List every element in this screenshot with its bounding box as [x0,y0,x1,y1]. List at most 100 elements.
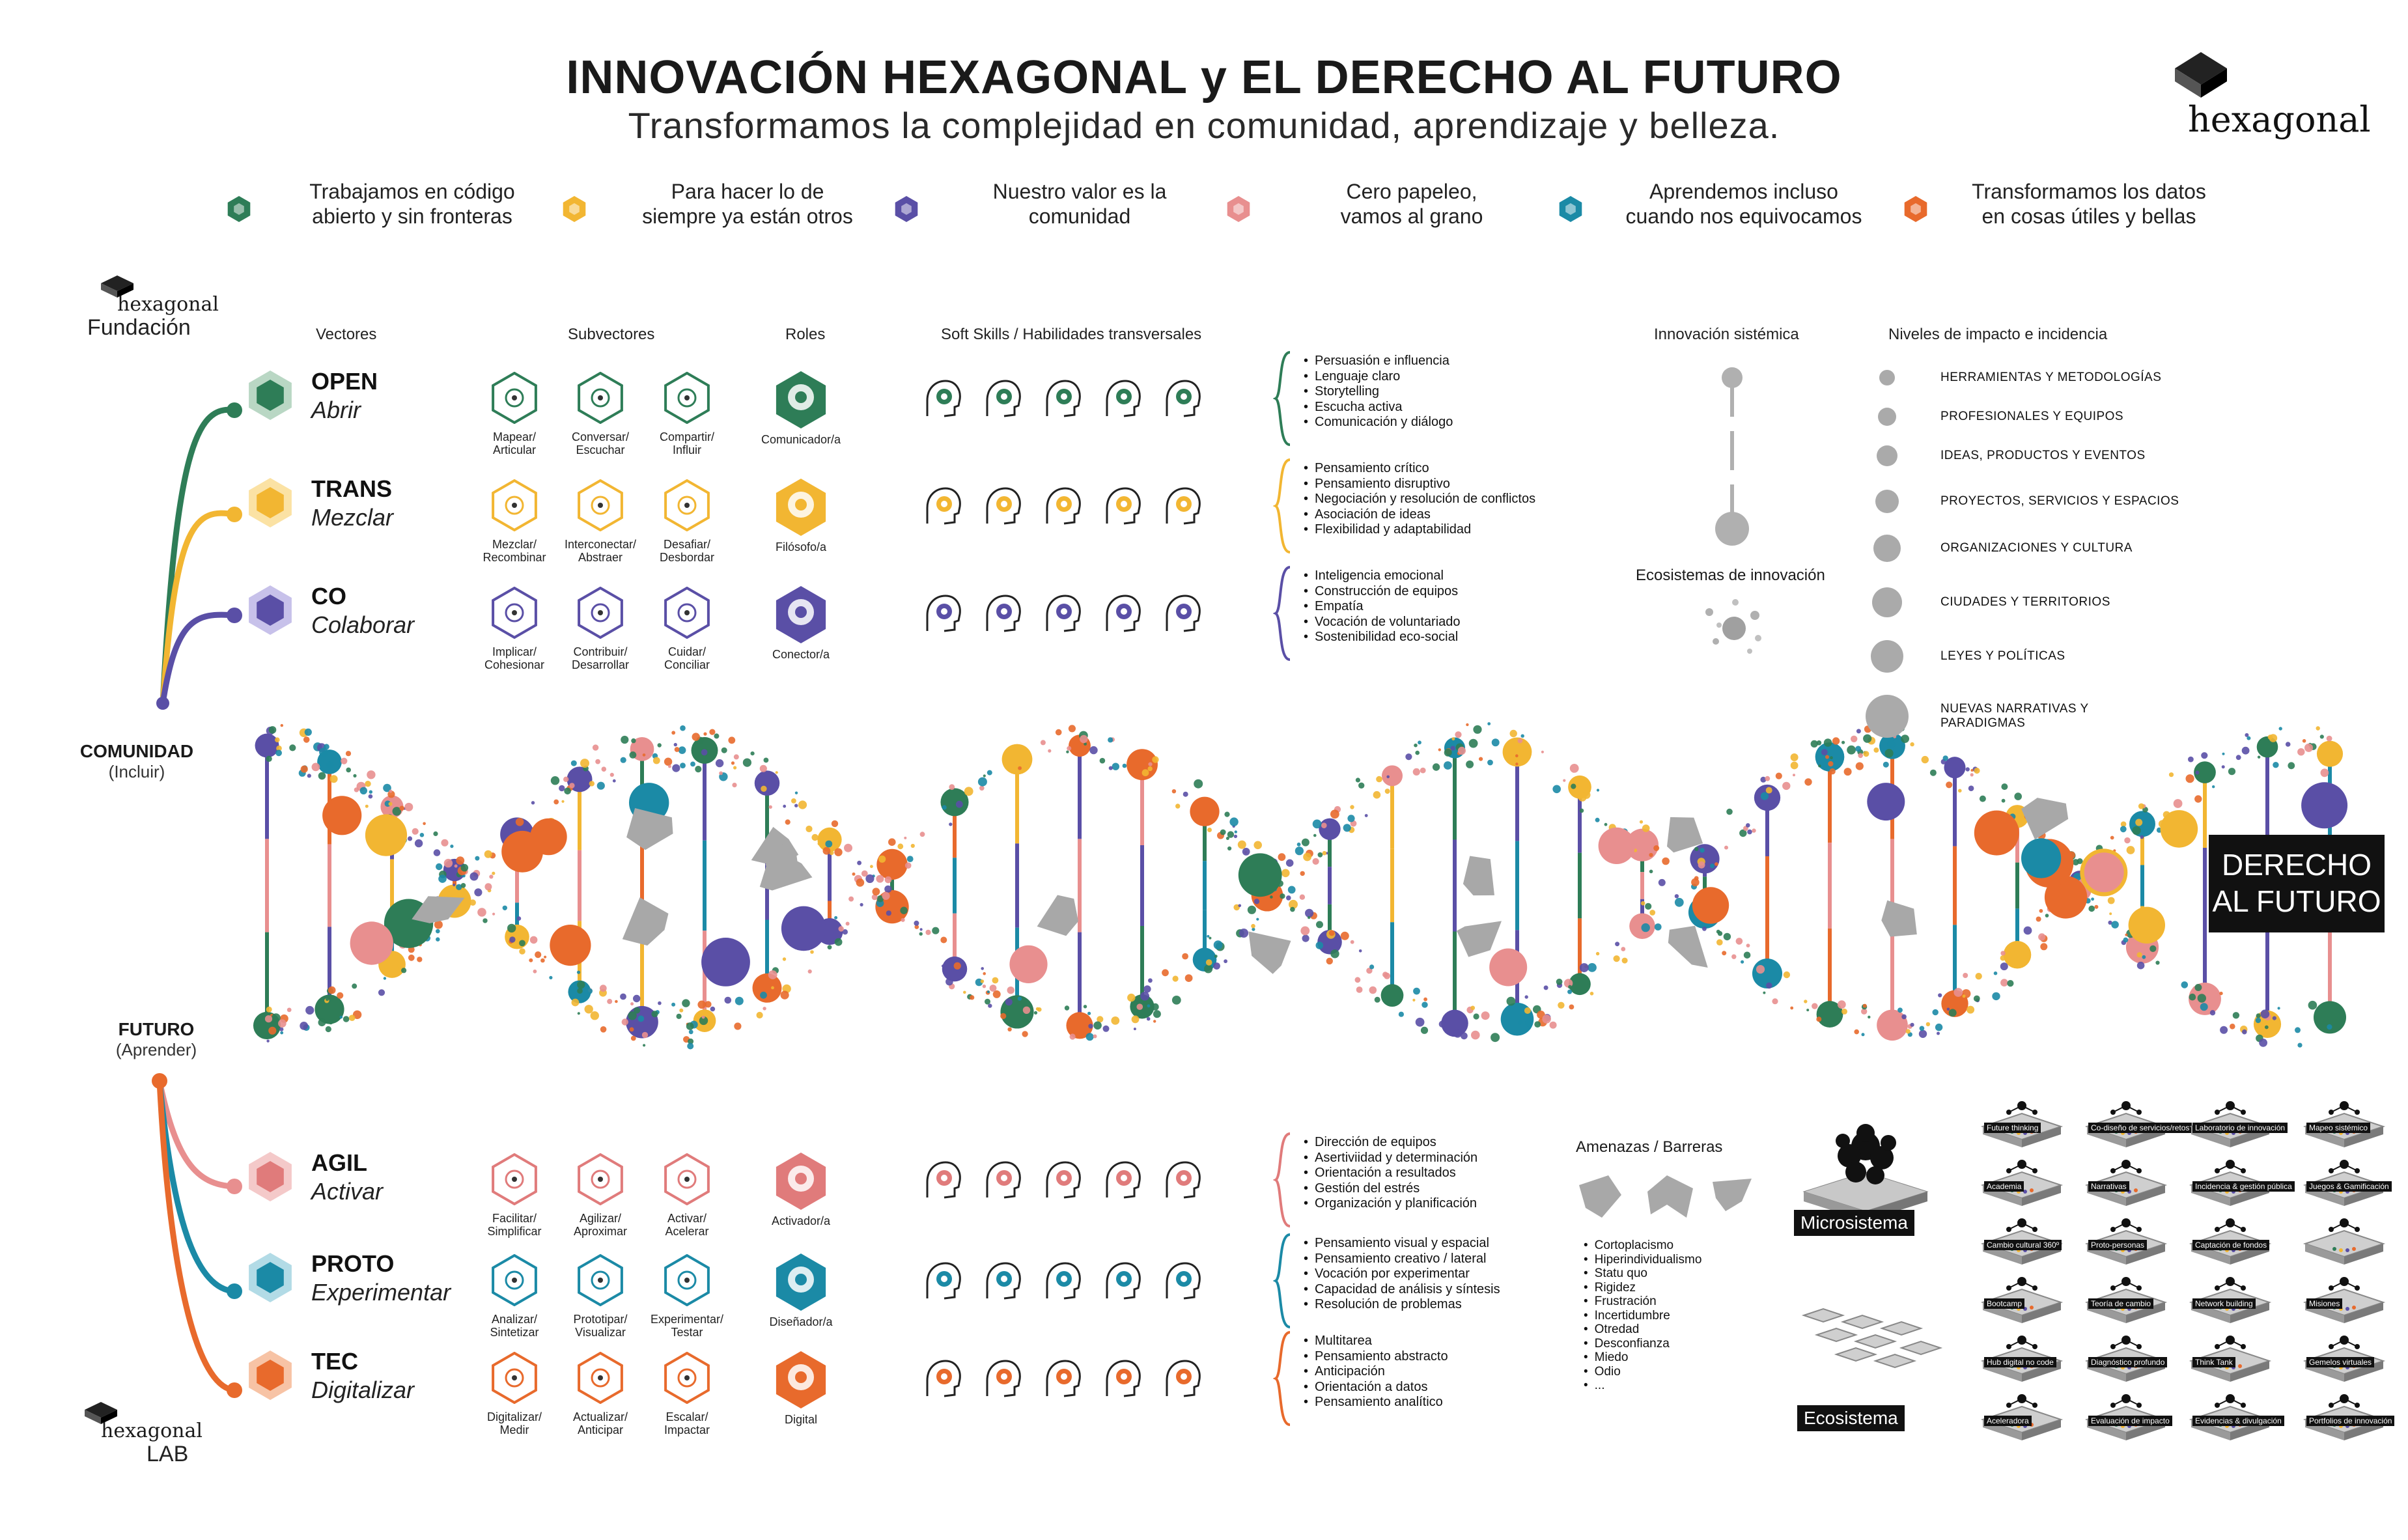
impact-level-label: HERRAMIENTAS Y METODOLOGÍAS [1940,371,2162,384]
skill-item: Pensamiento analítico [1304,1395,1448,1410]
col-softskills: Soft Skills / Habilidades transversales [941,326,1202,343]
subvector-icon [664,1153,710,1205]
vector-hex-icon [249,371,292,420]
col-vectores: Vectores [316,326,377,343]
skill-item: Comunicación y diálogo [1304,415,1453,430]
soft-skill-icon [1106,1161,1141,1199]
innovacion-sistemica-graphic [1715,367,1749,546]
impact-dot [1877,445,1897,466]
tool-label: Proto-personas [2088,1240,2148,1250]
impact-dot [1872,587,1902,617]
value-hex-icon [895,196,918,222]
subvector-icon [578,372,623,424]
col-innovacion: Innovación sistémica [1654,326,1799,343]
threat-item: Otredad [1584,1323,1701,1337]
subvector-icon [578,1153,623,1205]
subvector-label: Facilitar/Simplificar [487,1212,542,1238]
skill-item: Pensamiento creativo / lateral [1304,1252,1500,1267]
ecosistema-graphic [1801,1308,1943,1369]
soft-skill-icon [1166,1262,1201,1300]
impact-dot [1879,370,1895,385]
vector-verb: Mezclar [311,504,394,531]
vector-name: PROTO [311,1250,395,1277]
skills-bracket [1273,351,1291,446]
subvector-label: Agilizar/Aproximar [573,1212,628,1238]
skills-list: Dirección de equiposAsertiviidad y deter… [1304,1135,1477,1212]
soft-skill-icon [986,595,1021,632]
impact-level-label: CIUDADES Y TERRITORIOS [1940,595,2110,609]
role-label: Comunicador/a [761,433,841,446]
skill-item: Orientación a datos [1304,1380,1448,1395]
hexagonal-mini-icon [85,1402,117,1424]
skill-item: Storytelling [1304,384,1453,400]
tool-label: Bootcamp [1984,1298,2025,1309]
comunidad-block: COMUNIDAD (Incluir) [79,741,194,781]
tool-label: Cambio cultural 360º [1984,1240,2062,1250]
skills-bracket [1273,566,1291,661]
impact-level-label: IDEAS, PRODUCTOS Y EVENTOS [1940,449,2146,462]
tool-label: Captación de fondos [2192,1240,2270,1250]
skill-item: Vocación por experimentar [1304,1267,1500,1282]
tool-label: Evidencias & divulgación [2192,1416,2284,1426]
subvector-label: Interconectar/Abstraer [564,538,637,564]
hexagonal-mini-icon [101,275,133,298]
tool-label: Future thinking [1984,1123,2041,1133]
threat-item: Desconfianza [1584,1337,1701,1351]
page-title: INNOVACIÓN HEXAGONAL y EL DERECHO AL FUT… [566,51,1842,104]
vector-hex-icon [249,1152,292,1201]
skill-item: Multitarea [1304,1334,1448,1349]
tool-label: Laboratorio de innovación [2192,1123,2288,1133]
skill-item: Capacidad de análisis y síntesis [1304,1282,1500,1298]
tool-label: Co-diseño de servicios/retos [2088,1123,2192,1133]
role-icon [776,479,826,536]
subvector-icon [578,479,623,531]
vector-verb: Abrir [311,397,361,423]
subvector-icon [664,479,710,531]
skills-list: Inteligencia emocionalConstrucción de eq… [1304,568,1461,645]
subvector-icon [492,479,537,531]
vector-hex-icon [249,1253,292,1302]
skill-item: Orientación a resultados [1304,1166,1477,1181]
soft-skill-icon [926,1360,961,1397]
skill-item: Resolución de problemas [1304,1297,1500,1313]
skill-item: Asertiviidad y determinación [1304,1151,1477,1166]
soft-skill-icon [1046,1161,1081,1199]
tool-label: Evaluación de impacto [2088,1416,2172,1426]
soft-skill-icon [926,1262,961,1300]
vector-verb: Experimentar [311,1279,451,1306]
hexagonal-logo-icon [2175,52,2227,98]
vector-verb: Activar [311,1178,384,1205]
soft-skill-icon [926,487,961,525]
lab-logo: hexagonal LAB [81,1400,238,1472]
skill-item: Gestión del estrés [1304,1181,1477,1197]
dna-helix [253,722,2348,1050]
col-roles: Roles [785,326,826,343]
skill-item: Lenguaje claro [1304,369,1453,385]
impact-dot [1878,408,1896,426]
skill-item: Pensamiento visual y espacial [1304,1236,1500,1252]
soft-skill-icon [1166,1360,1201,1397]
vector-hex-icon [249,478,292,527]
soft-skill-icon [1106,380,1141,417]
soft-skill-icon [986,380,1021,417]
subvector-icon [578,1352,623,1404]
vector-name: AGIL [311,1149,367,1176]
skill-item: Negociación y resolución de conflictos [1304,492,1535,507]
soft-skill-icon [1046,1360,1081,1397]
vector-name: TRANS [311,475,392,502]
role-label: Conector/a [772,648,830,661]
hexagonal-logo: hexagonal [2149,46,2371,143]
vector-verb: Colaborar [311,611,415,638]
vector-hex-icon [249,1351,292,1400]
tool-label: Network building [2192,1298,2256,1309]
subvector-icon [578,1254,623,1306]
impact-dot [1873,535,1901,562]
amenazas-label: Amenazas / Barreras [1576,1138,1723,1156]
impact-level-label: ORGANIZACIONES Y CULTURA [1940,541,2133,555]
subvector-label: Activar/Acelerar [665,1212,709,1238]
skills-bracket [1273,1233,1291,1328]
subvector-icon [578,587,623,639]
tool-label: Teoría de cambio [2088,1298,2154,1309]
tool-label: Academia [1984,1181,2024,1192]
